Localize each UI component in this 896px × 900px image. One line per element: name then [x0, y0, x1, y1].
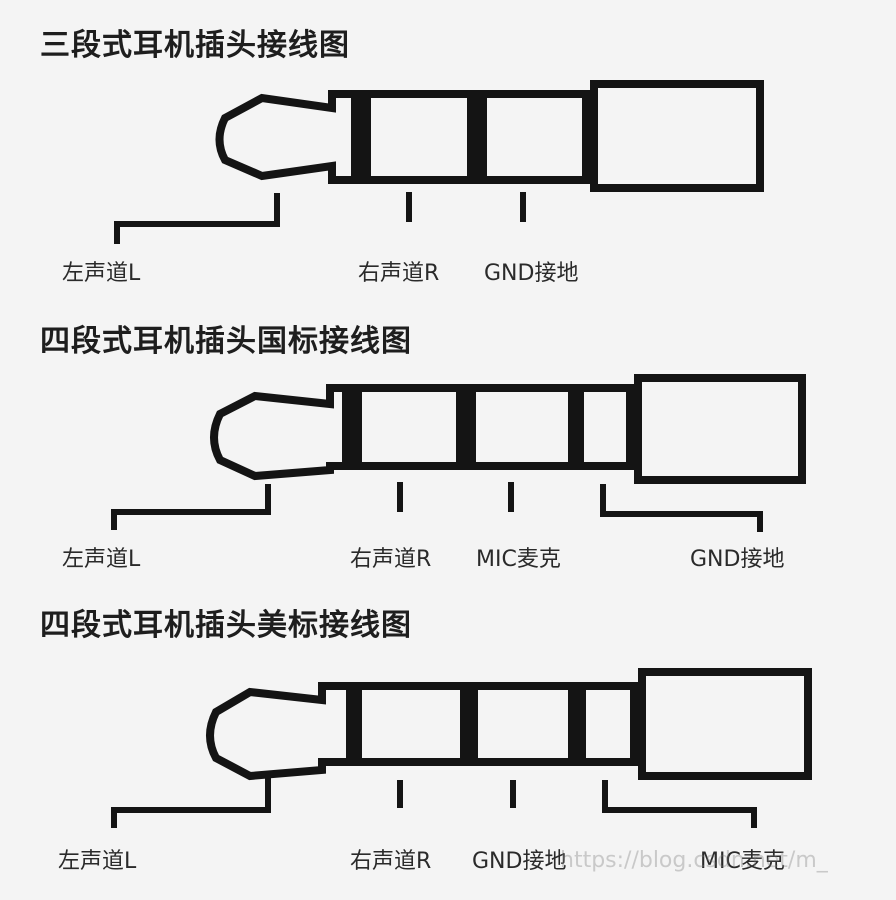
plug-housing — [634, 374, 806, 484]
insulation-ring-1 — [342, 388, 362, 466]
insulation-ring-3 — [568, 686, 586, 762]
insulation-ring-1 — [346, 686, 362, 762]
plug-housing — [638, 668, 812, 780]
insulation-ring-3 — [582, 94, 596, 180]
plug-tip-and-sleeve-outline — [215, 90, 594, 184]
insulation-ring-1 — [351, 94, 371, 180]
plug-diagram-four-segment-national: 左声道L 右声道R MIC麦克 GND接地 — [0, 300, 896, 600]
label-left-channel: 左声道L — [62, 547, 141, 572]
label-right-channel: 右声道R — [350, 849, 432, 874]
plug-diagram-three-segment: 左声道L 右声道R GND接地 — [0, 0, 896, 300]
lead-left-channel — [114, 193, 280, 244]
plug-tip-and-sleeve-outline — [206, 682, 642, 781]
label-gnd: GND接地 — [690, 547, 785, 572]
watermark-text: https://blog.csdn.net/m_ — [560, 848, 828, 873]
label-left-channel: 左声道L — [58, 849, 137, 874]
label-gnd: GND接地 — [484, 261, 579, 286]
section-title-four-segment-national: 四段式耳机插头国标接线图 — [40, 324, 412, 359]
insulation-ring-2 — [456, 388, 476, 466]
lead-left-channel — [111, 778, 271, 828]
label-left-channel: 左声道L — [62, 261, 141, 286]
plug-drawing-four-segment-us — [111, 668, 812, 828]
lead-gnd — [600, 484, 763, 532]
lead-left-channel — [111, 484, 271, 530]
insulation-ring-3 — [568, 388, 584, 466]
plug-drawing-three-segment — [114, 80, 764, 244]
label-mic: MIC麦克 — [476, 547, 561, 572]
plug-housing — [590, 80, 764, 192]
insulation-ring-4 — [630, 686, 644, 762]
plug-tip-and-sleeve-outline — [210, 384, 638, 481]
lead-mic — [602, 780, 757, 828]
label-mic: MIC麦克 — [700, 849, 785, 874]
insulation-ring-4 — [626, 388, 640, 466]
label-right-channel: 右声道R — [358, 261, 440, 286]
insulation-ring-2 — [467, 94, 487, 180]
label-right-channel: 右声道R — [350, 547, 432, 572]
section-title-three-segment: 三段式耳机插头接线图 — [40, 28, 350, 63]
label-gnd: GND接地 — [472, 849, 567, 874]
plug-diagram-four-segment-us: 左声道L 右声道R GND接地 MIC麦克 — [0, 600, 896, 900]
insulation-ring-2 — [460, 686, 478, 762]
section-title-four-segment-us: 四段式耳机插头美标接线图 — [40, 608, 412, 643]
plug-drawing-four-segment-national — [111, 374, 806, 532]
